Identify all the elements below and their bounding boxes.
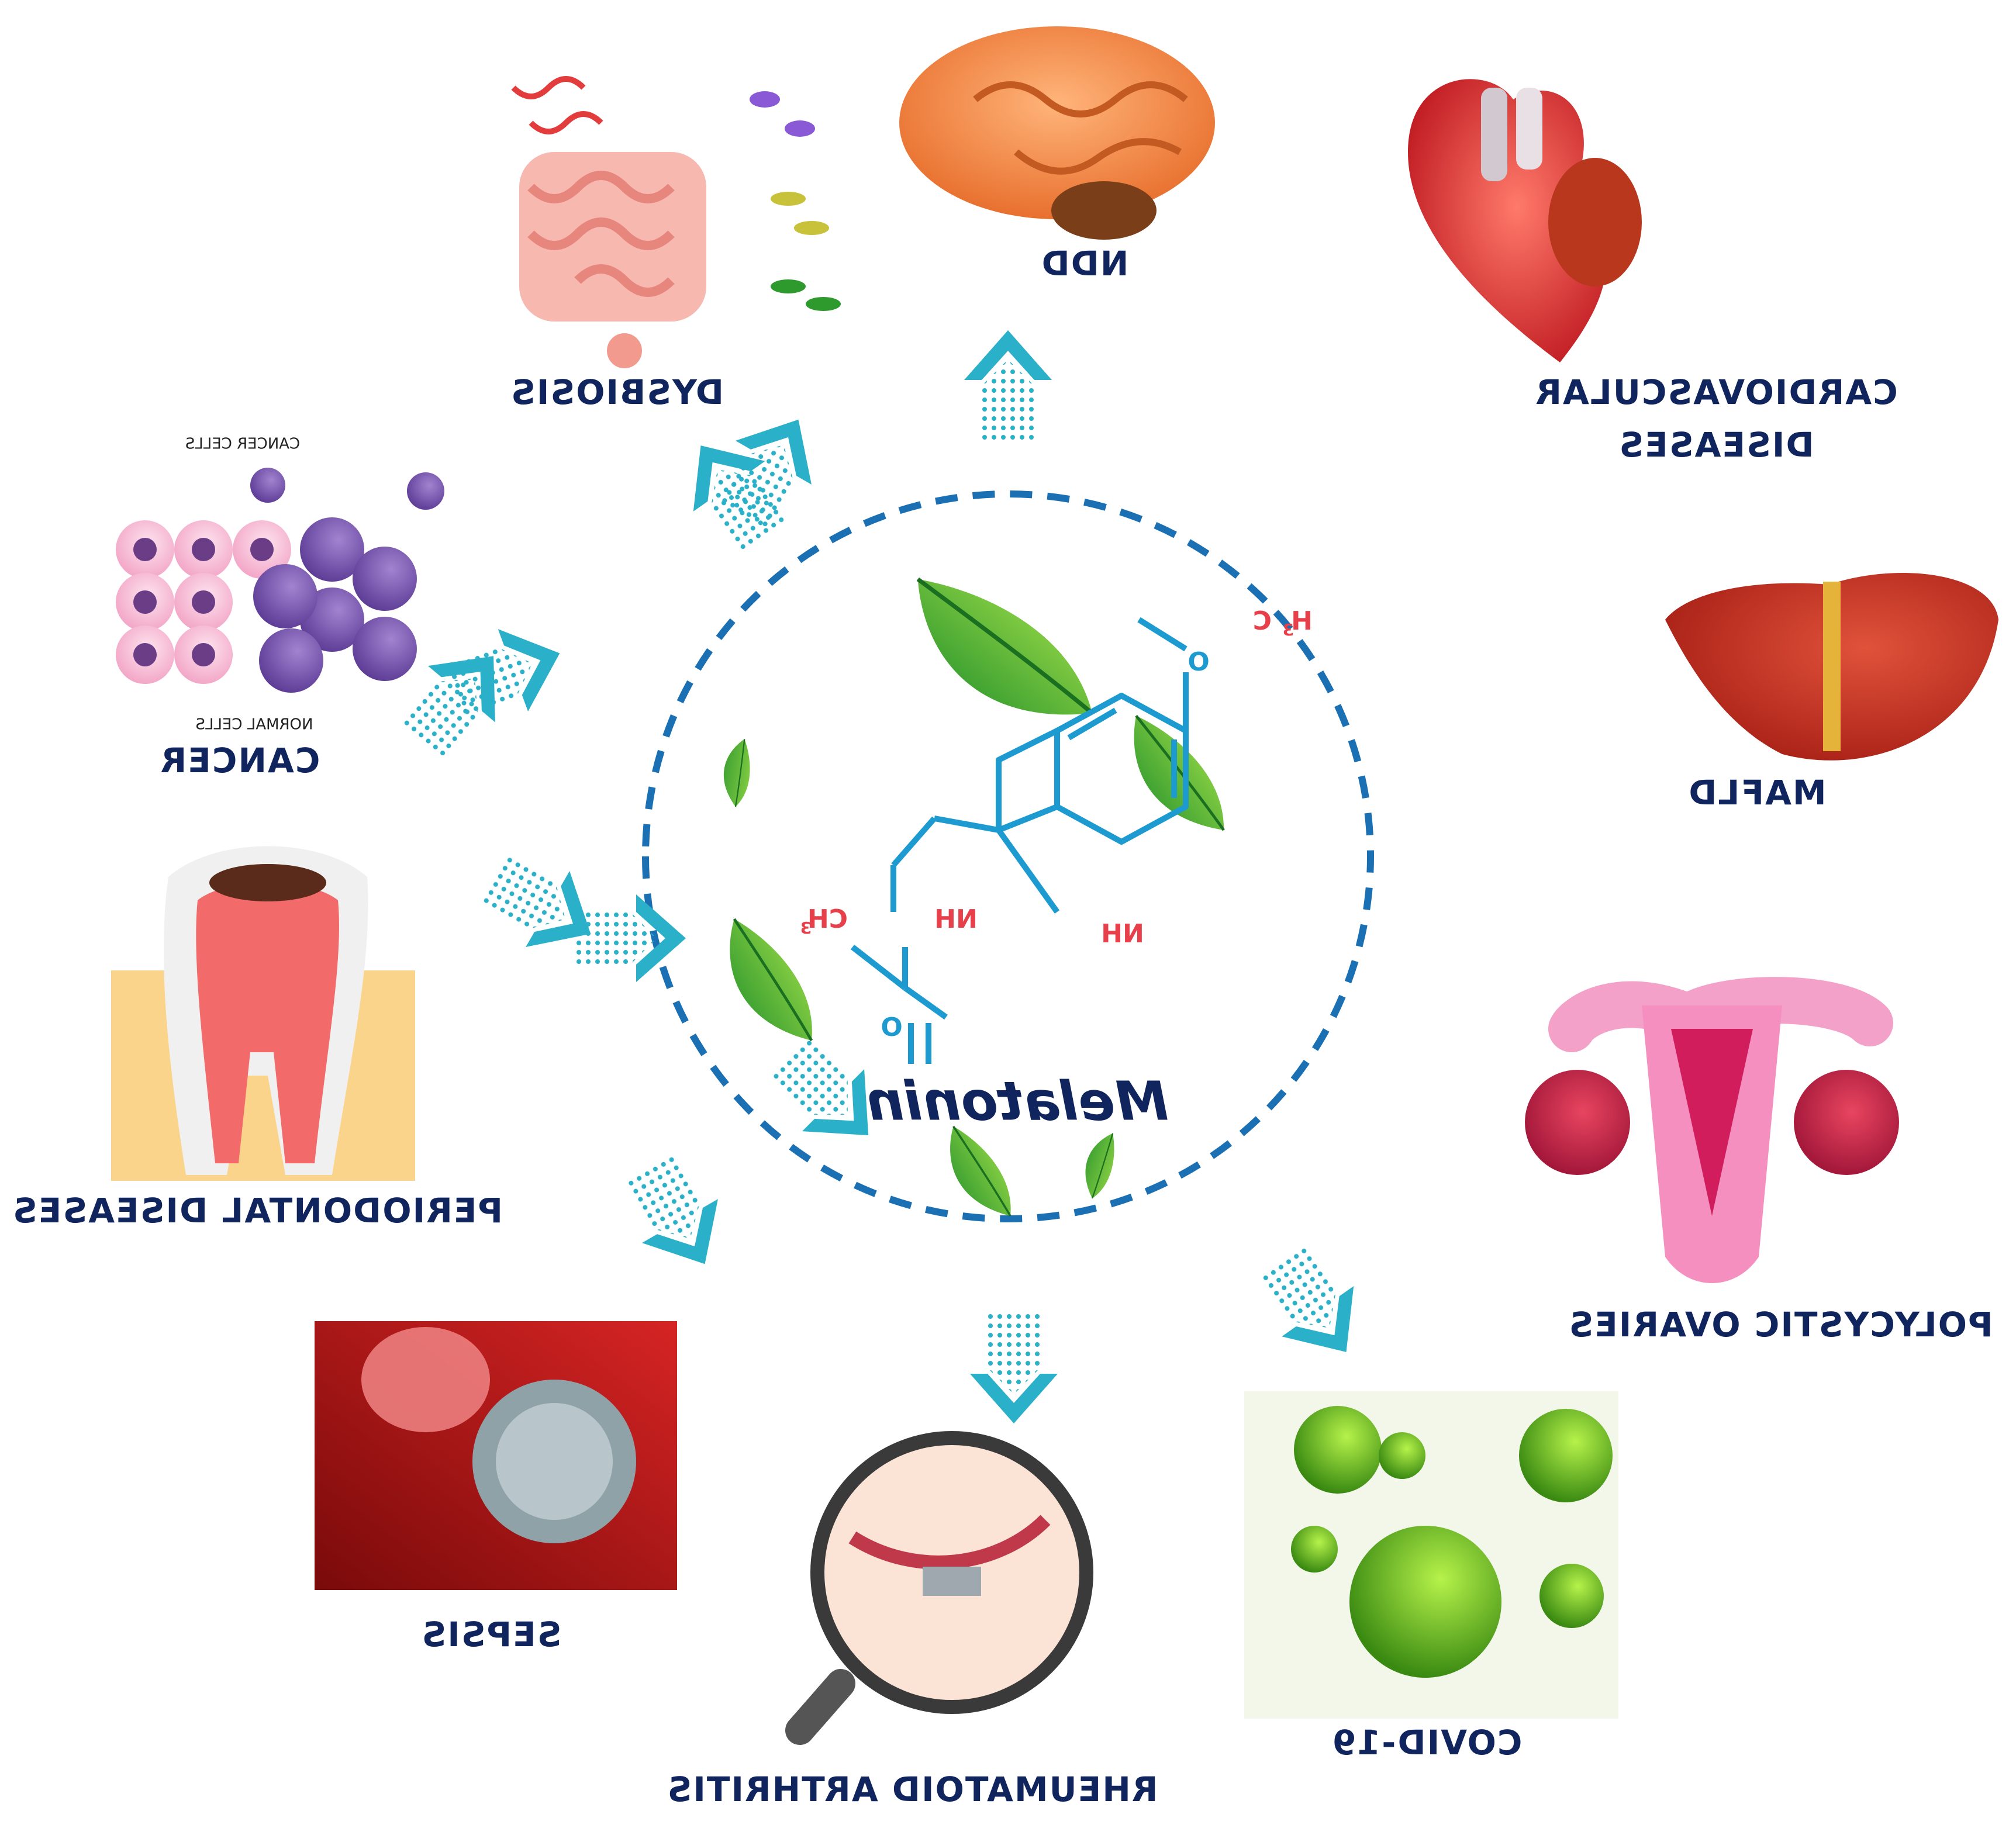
virus-illustration	[1244, 1391, 1618, 1719]
label-mafld: MAFLD	[1687, 773, 1826, 813]
magnifier-illustration	[785, 1431, 1093, 1745]
atom-nh-ring: NH	[1101, 919, 1144, 949]
label-ndd: NDD	[1041, 244, 1129, 284]
atom-o-bottom: O	[881, 1012, 902, 1042]
normal-cells-caption: NORMAL CELLS	[195, 716, 313, 734]
label-dysbiosis: DYSBIOSIS	[510, 372, 724, 412]
melatonin-circle	[642, 490, 1374, 1222]
cancer-illustration	[116, 468, 444, 693]
atom-ch3-part: 3	[800, 918, 812, 938]
sepsis-illustration	[315, 1321, 677, 1590]
label-rheumatoid-arthritis: RHEUMATOID ARTHRITIS	[666, 1770, 1158, 1809]
label-cancer: CANCER	[160, 741, 320, 780]
atom-h3c: H3C	[1253, 606, 1313, 640]
liver-illustration	[1665, 573, 1998, 761]
heart-illustration	[1408, 79, 1642, 362]
label-polycystic-ovaries: POLYCYSTIC OVARIES	[1568, 1305, 1993, 1345]
tooth-illustration	[111, 846, 415, 1181]
atom-h3c-part: 3	[1283, 620, 1294, 640]
cancer-cells-caption: CANCER CELLS	[185, 436, 300, 453]
label-sepsis: SEPSIS	[420, 1615, 561, 1654]
atom-h3c-part: H	[1291, 606, 1313, 636]
label-periodontal-diseases: PERIODONTAL DISEASES	[12, 1191, 503, 1231]
atom-nh-chain: NH	[934, 904, 978, 934]
atom-h3c-part: C	[1253, 606, 1272, 636]
atom-ch3-part: CH	[807, 904, 848, 934]
atom-ch3: CH3	[800, 904, 848, 938]
gut-illustration	[511, 76, 841, 368]
label-covid-19: COVID-19	[1331, 1723, 1523, 1762]
label-cardiovascular-line1: CARDIOVASCULAR	[1534, 372, 1897, 412]
melatonin-title: Melatonin	[866, 1070, 1168, 1132]
brain-illustration	[899, 26, 1215, 240]
arrows	[388, 330, 1382, 1423]
melatonin-structure	[850, 617, 1189, 1064]
label-cardiovascular-line2: DISEASES	[1618, 425, 1814, 465]
atom-o-top: O	[1187, 647, 1209, 677]
ovaries-illustration	[1525, 977, 1899, 1283]
